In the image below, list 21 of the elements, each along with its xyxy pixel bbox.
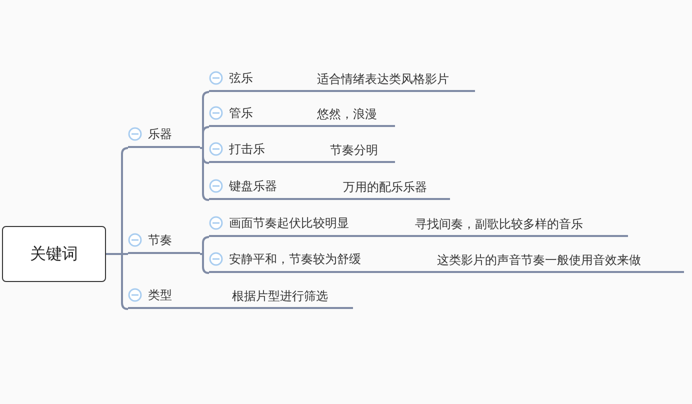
- topic-label: 乐器: [148, 126, 172, 142]
- topic-label: 类型: [148, 286, 172, 304]
- connector-line: [200, 253, 210, 274]
- topic-label: 关键词: [30, 244, 78, 264]
- topic-label: 弦乐: [229, 70, 253, 86]
- topic-note: 这类影片的声音节奏一般使用音效来做: [437, 252, 641, 269]
- topic-label: 节奏: [148, 232, 172, 248]
- topic-label: 画面节奏起伏比较明显: [229, 214, 349, 232]
- connector-line: [200, 126, 210, 149]
- topic-note: 节奏分明: [330, 142, 378, 159]
- topic-label: 键盘乐器: [229, 178, 277, 194]
- root-topic-box: [2, 226, 106, 282]
- topic-label: 管乐: [229, 104, 253, 122]
- topic-note: 万用的配乐乐器: [343, 179, 427, 196]
- topic-label: 安静平和，节奏较为舒缓: [229, 250, 361, 268]
- topic-note: 悠然，浪漫: [317, 106, 377, 123]
- topic-note: 寻找间奏，副歌比较多样的音乐: [415, 216, 583, 233]
- topic-label: 打击乐: [229, 140, 265, 158]
- topic-note: 适合情绪表达类风格影片: [317, 71, 449, 88]
- connector-line: [200, 236, 210, 255]
- topic-note: 根据片型进行筛选: [232, 288, 328, 305]
